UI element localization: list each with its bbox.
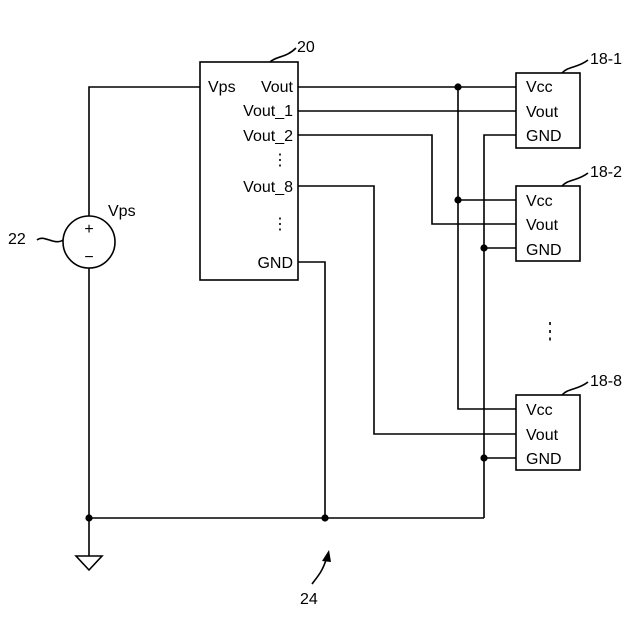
device-ref-leader: [562, 382, 588, 395]
device-pin-vout: Vout: [526, 104, 559, 121]
controller-block: Vps Vout Vout_1 Vout_2 ⋮ Vout_8 ⋮ GND 20: [200, 39, 315, 280]
device-ref: 18-8: [590, 373, 622, 390]
device-18-1: Vcc Vout GND 18-1: [516, 51, 622, 148]
ground-symbol: [76, 556, 102, 570]
wire-vps: [89, 87, 200, 216]
controller-ellipsis-bottom: ⋮: [272, 216, 288, 233]
device-pin-gnd: GND: [526, 451, 562, 468]
bus-ref: 24: [300, 591, 318, 608]
device-pin-vout: Vout: [526, 427, 559, 444]
wire-controller-gnd: [298, 262, 325, 518]
junction-dot: [85, 514, 92, 521]
device-pin-vcc: Vcc: [526, 193, 553, 210]
device-ellipsis: ⋮: [542, 318, 558, 343]
source-plus: +: [84, 221, 93, 238]
device-18-2: Vcc Vout GND 18-2: [516, 164, 622, 261]
device-ref-leader: [562, 60, 588, 73]
device-pin-vcc: Vcc: [526, 402, 553, 419]
bus-ref-arrowhead: [322, 550, 331, 562]
voltage-source: + − Vps 22: [8, 203, 136, 268]
junction-dot: [454, 83, 461, 90]
source-minus: −: [84, 249, 93, 266]
controller-ellipsis-top: ⋮: [272, 152, 288, 169]
device-ref: 18-2: [590, 164, 622, 181]
controller-pin-vout-2: Vout_2: [243, 128, 293, 145]
device-pin-gnd: GND: [526, 128, 562, 145]
wire-gnd-vertical: [484, 135, 516, 518]
controller-ref: 20: [297, 39, 315, 56]
controller-pin-vout: Vout: [261, 79, 294, 96]
controller-pin-vps: Vps: [208, 79, 236, 96]
device-pin-gnd: GND: [526, 242, 562, 259]
bus-ref-24: 24: [300, 550, 331, 608]
controller-pin-vout-1: Vout_1: [243, 103, 293, 120]
controller-ref-leader: [270, 48, 296, 62]
source-ref-leader: [37, 238, 63, 241]
controller-pin-gnd: GND: [257, 255, 293, 272]
device-pin-vout: Vout: [526, 217, 559, 234]
device-ref: 18-1: [590, 51, 622, 68]
controller-pin-vout-8: Vout_8: [243, 179, 293, 196]
device-pin-vcc: Vcc: [526, 79, 553, 96]
source-ref: 22: [8, 231, 26, 248]
bus-ref-arrow-line: [312, 560, 326, 584]
junction-dot: [321, 514, 328, 521]
device-18-8: Vcc Vout GND 18-8: [516, 373, 622, 470]
junction-dot: [480, 244, 487, 251]
device-ref-leader: [562, 173, 588, 186]
junction-dot: [454, 196, 461, 203]
wires: [89, 87, 516, 556]
source-label: Vps: [108, 203, 136, 220]
junction-dot: [480, 454, 487, 461]
